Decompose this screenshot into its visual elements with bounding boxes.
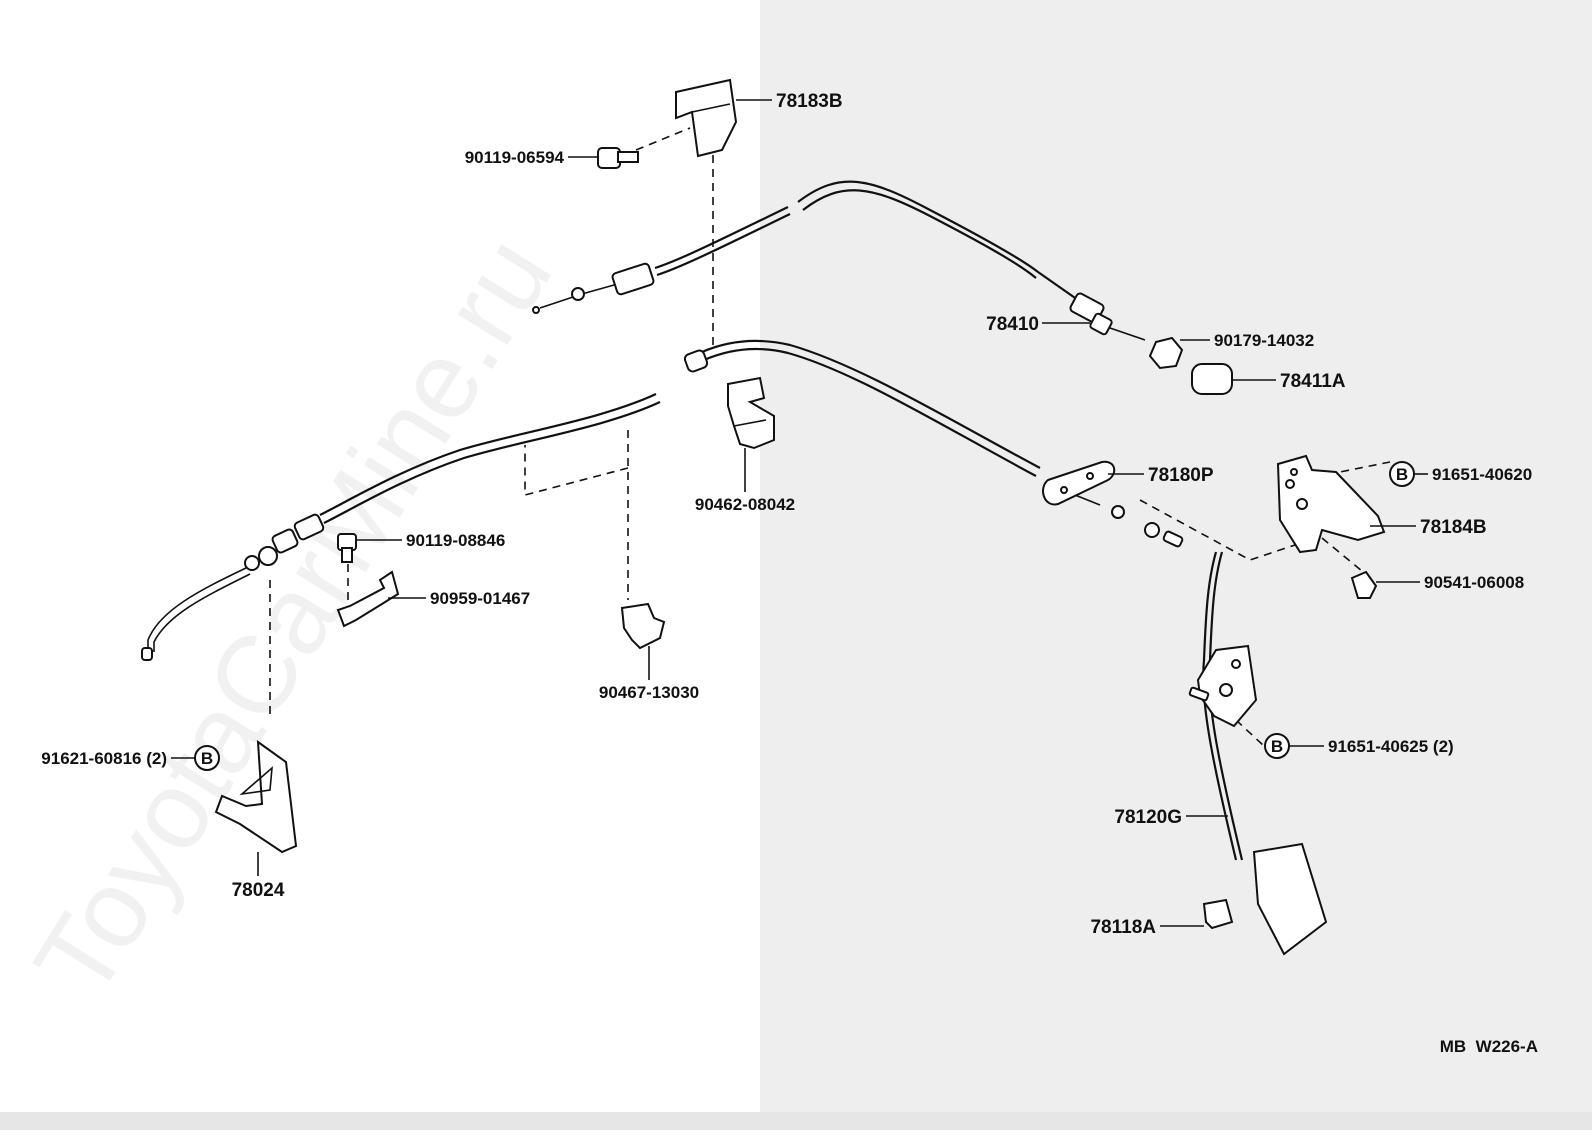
- circle-marker-2-label: B: [1271, 737, 1283, 756]
- bottom-strip: [0, 1112, 1592, 1130]
- label-78411a: 78411A: [1280, 371, 1346, 392]
- label-78410: 78410: [986, 314, 1039, 335]
- stopper-90541-06008: [1350, 570, 1378, 599]
- label-78120g: 78120G: [1114, 807, 1182, 828]
- bracket-78183b: [675, 78, 738, 158]
- label-90541-06008: 90541-06008: [1424, 573, 1524, 592]
- plate-78180p: [1042, 460, 1116, 506]
- circle-marker-2: B: [1264, 733, 1290, 759]
- right-background: [760, 0, 1592, 1112]
- diagram-code: MB W226-A: [1440, 1037, 1538, 1056]
- label-90179-14032: 90179-14032: [1214, 331, 1314, 350]
- label-90119-06594: 90119-06594: [465, 148, 565, 167]
- label-78183b: 78183B: [776, 91, 843, 112]
- label-90467-13030: 90467-13030: [599, 683, 699, 702]
- cushion-78411a: [1191, 363, 1233, 395]
- label-90959-01467: 90959-01467: [430, 589, 530, 608]
- circle-marker-3: B: [194, 745, 220, 771]
- circle-marker-1-label: B: [1396, 465, 1408, 484]
- clamp-90467-13030: [620, 602, 666, 650]
- clamp-90462-08042: [727, 376, 775, 450]
- label-78024: 78024: [232, 880, 285, 901]
- pedal-lever-78120g: [1188, 551, 1328, 956]
- label-78180p: 78180P: [1148, 465, 1214, 486]
- upper-cable: [532, 180, 1146, 341]
- label-91621-60816: 91621-60816 (2): [41, 749, 167, 768]
- circle-marker-3-label: B: [201, 749, 213, 768]
- clip-90959-01467: [336, 570, 400, 628]
- label-90462-08042: 90462-08042: [695, 495, 795, 514]
- lower-cable: [141, 339, 1184, 661]
- bracket-78024: [214, 739, 298, 854]
- label-91651-40625: 91651-40625 (2): [1328, 737, 1454, 756]
- label-leaders: [171, 99, 1428, 927]
- bracket-78184b: [1276, 454, 1386, 554]
- block-78118a: [1202, 898, 1234, 930]
- nut-90179-14032: [1148, 336, 1184, 370]
- label-91651-40620: 91651-40620: [1432, 465, 1532, 484]
- label-78118a: 78118A: [1090, 917, 1156, 938]
- circle-marker-1: B: [1389, 461, 1415, 487]
- part-labels: 78183B 90119-06594 78410 90179-14032 784…: [41, 91, 1538, 1056]
- label-78184b: 78184B: [1420, 517, 1487, 538]
- left-background: [0, 0, 760, 1112]
- bolt-90119-06594: [597, 147, 639, 169]
- label-90119-08846: 90119-08846: [406, 531, 505, 550]
- bolt-90119-08846: [337, 533, 357, 563]
